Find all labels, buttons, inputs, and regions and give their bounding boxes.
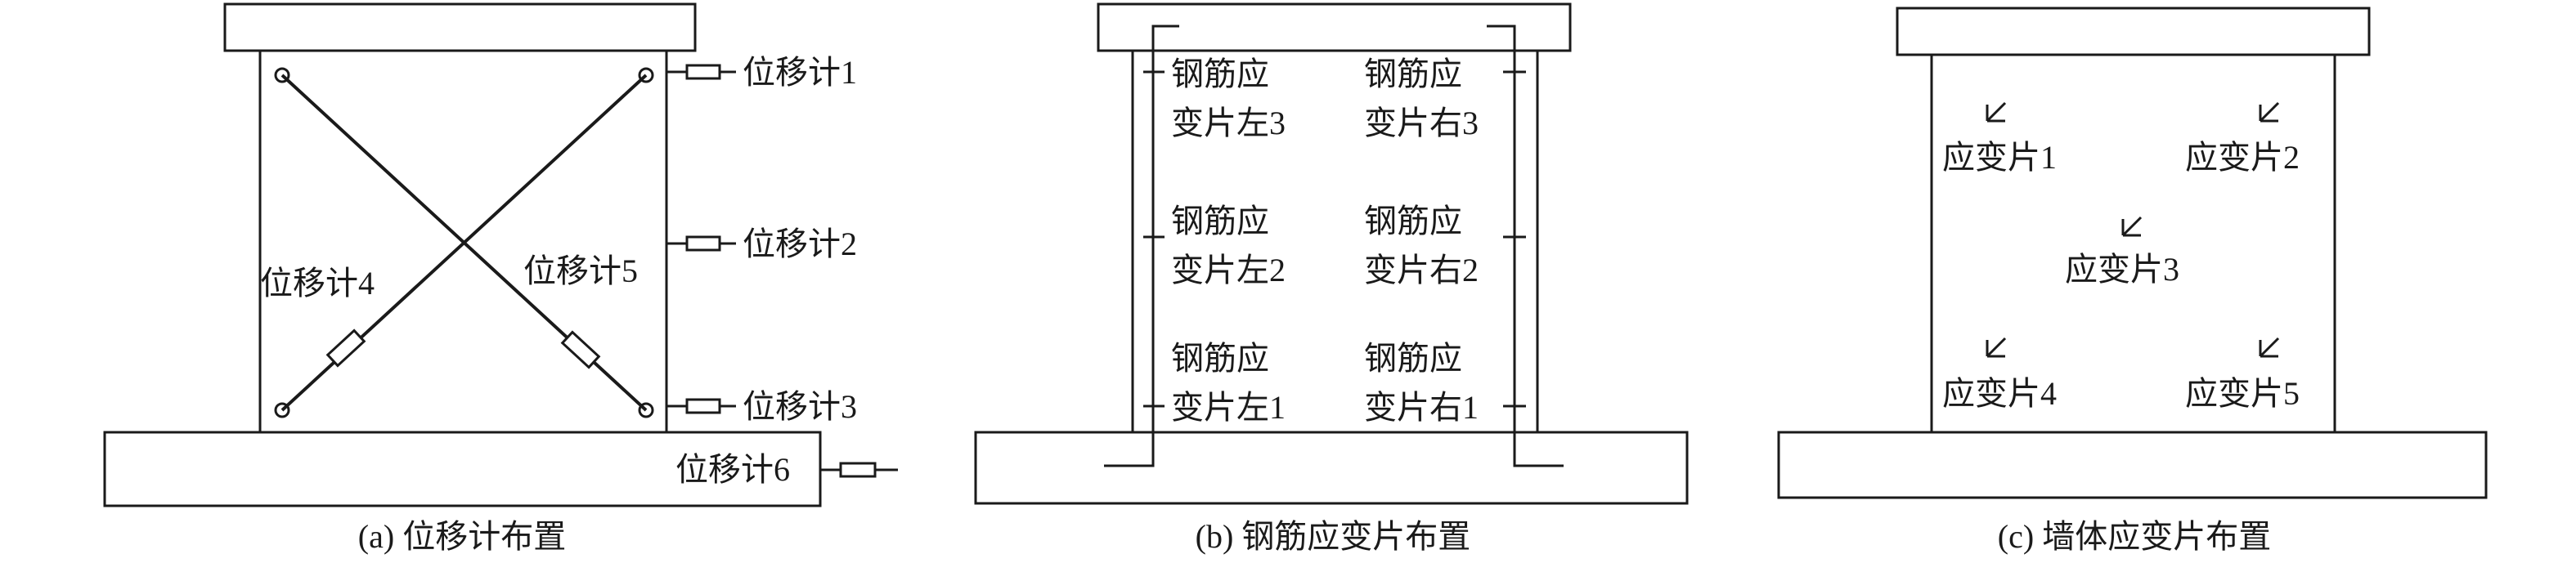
panel-a-label-gauge-6: 位移计6 (675, 451, 790, 488)
panel-b-label-right-3-l1: 钢筋应 (1364, 56, 1462, 92)
panel-c-label-gauge-4: 应变片4 (1942, 375, 2057, 412)
panel-c-strain-mark-4 (1986, 337, 2007, 358)
panel-a-anchor-br (638, 402, 654, 418)
panel-c-label-gauge-1: 应变片1 (1942, 139, 2057, 176)
panel-a-gauge-body-1 (685, 64, 721, 80)
panel-b-label-right-2-l2: 变片右2 (1364, 252, 1479, 288)
panel-b-rebar-right (1487, 25, 1564, 467)
panel-b-label-left-1-l2: 变片左1 (1171, 389, 1286, 426)
panel-b-label-right-1-l1: 钢筋应 (1364, 340, 1462, 377)
panel-c-strain-mark-3 (2121, 216, 2143, 237)
panel-a-gauge-body-3 (685, 398, 721, 414)
panel-b-label-right-1-l2: 变片右1 (1364, 389, 1479, 426)
panel-c-top-beam (1896, 7, 2371, 56)
panel-b-base-beam (974, 431, 1689, 505)
panel-c-base-beam (1777, 431, 2488, 499)
panel-a-label-gauge-1: 位移计1 (743, 54, 857, 91)
panel-c-strain-mark-5 (2259, 337, 2280, 358)
panel-c-strain-mark-2 (2259, 101, 2280, 123)
panel-b-rebar-left (1104, 25, 1179, 467)
panel-c-label-gauge-2: 应变片2 (2185, 139, 2300, 176)
panel-a: 位移计1 位移计2 位移计3 位移计4 位移计5 位移计6 (a) 位移计布置 (103, 2, 898, 555)
panel-a-label-gauge-2: 位移计2 (743, 226, 857, 262)
panel-a-anchor-tr (638, 67, 654, 83)
panel-c: 应变片1 应变片2 应变片3 应变片4 应变片5 (c) 墙体应变片布置 (1777, 7, 2488, 555)
panel-a-gauge-body-4 (325, 328, 366, 368)
panel-a-anchor-tl (274, 67, 290, 83)
panel-a-caption: (a) 位移计布置 (358, 518, 566, 555)
panel-c-label-gauge-5: 应变片5 (2185, 375, 2300, 412)
panel-c-strain-mark-1 (1986, 101, 2007, 123)
panel-b-caption: (b) 钢筋应变片布置 (1196, 518, 1471, 555)
panel-a-anchor-bl (274, 402, 290, 418)
panel-b-label-right-3-l2: 变片右3 (1364, 105, 1479, 141)
panel-b: 钢筋应 变片左3 钢筋应 变片左2 钢筋应 变片左1 钢筋应 变片右3 钢筋应 … (974, 2, 1689, 555)
panel-a-gauge-body-2 (685, 235, 721, 252)
panel-b-label-right-2-l1: 钢筋应 (1364, 203, 1462, 239)
panel-b-label-left-3-l2: 变片左3 (1171, 105, 1286, 141)
panel-a-top-beam (223, 2, 697, 52)
panel-a-gauge-body-5 (560, 330, 601, 369)
panel-b-label-left-2-l2: 变片左2 (1171, 252, 1286, 288)
panel-c-label-gauge-3: 应变片3 (2065, 251, 2179, 288)
panel-b-label-left-3-l1: 钢筋应 (1171, 56, 1269, 92)
panel-b-label-left-1-l1: 钢筋应 (1171, 340, 1269, 377)
panel-b-label-left-2-l1: 钢筋应 (1171, 203, 1269, 239)
panel-a-label-gauge-5: 位移计5 (523, 252, 638, 289)
panel-a-label-gauge-3: 位移计3 (743, 388, 857, 425)
panel-a-label-gauge-4: 位移计4 (260, 265, 375, 302)
panel-c-caption: (c) 墙体应变片布置 (1998, 518, 2271, 555)
panel-a-gauge-body-6 (839, 462, 877, 478)
